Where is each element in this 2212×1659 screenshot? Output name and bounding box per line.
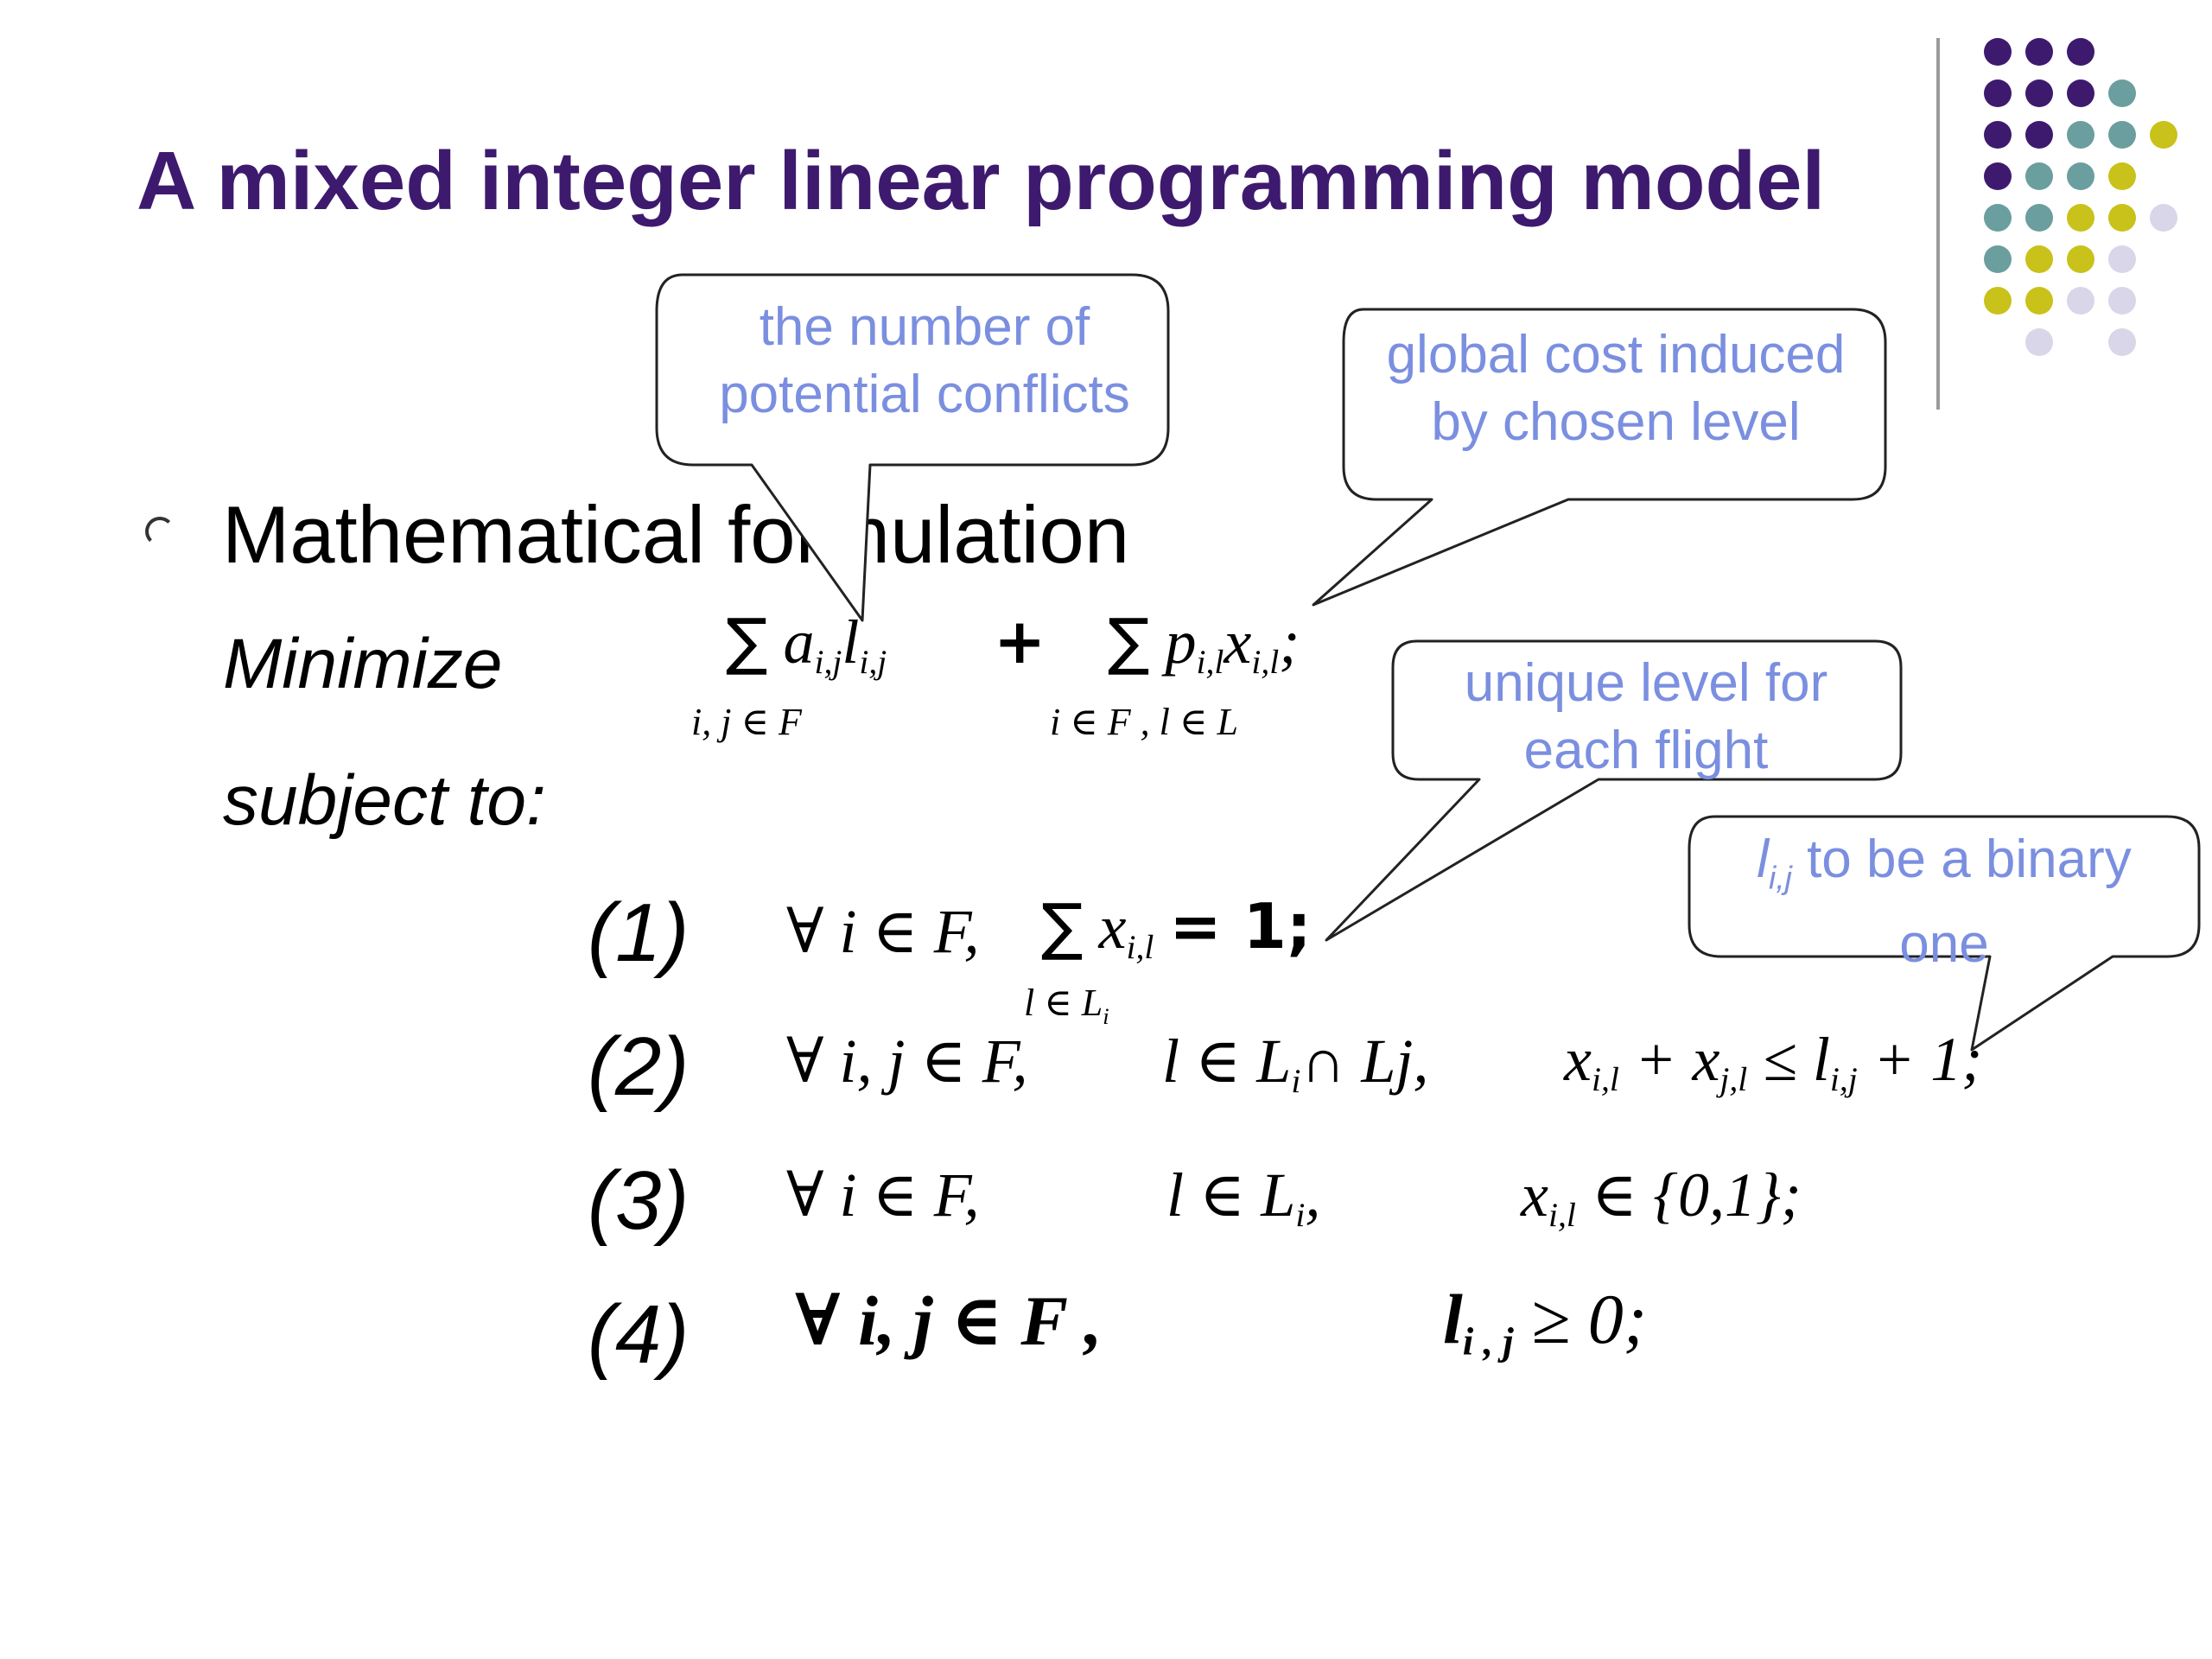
minimize-label: Minimize — [223, 625, 503, 703]
decorative-dot — [1984, 287, 2012, 315]
subject-to-label: subject to: — [223, 761, 546, 840]
callout-binary-text: li,j to be a binary one — [1757, 830, 2132, 975]
plus-sign: + — [994, 605, 1046, 677]
decorative-dot — [1984, 121, 2012, 149]
callout-unique-bubble — [1325, 639, 1903, 942]
decorative-dot — [2108, 328, 2136, 356]
decorative-dot — [2025, 162, 2053, 190]
constraint-2-expression: xi,l + xj,l ≤ li,j + 1; — [1564, 1025, 1983, 1098]
decorative-dot — [2067, 162, 2094, 190]
objective-term-1: ∑ ai,jli,j — [726, 605, 887, 681]
decorative-dot — [2025, 204, 2053, 232]
sum-symbol-3: ∑ — [1041, 890, 1084, 963]
decorative-dot — [2067, 204, 2094, 232]
decorative-dot — [2108, 121, 2136, 149]
decorative-dot — [2025, 328, 2053, 356]
section-heading: Mathematical formulation — [222, 489, 1130, 580]
decorative-dot — [2025, 287, 2053, 315]
callout-cost-text: global cost induced by chosen level — [1386, 325, 1846, 452]
decorative-dot — [2108, 79, 2136, 107]
decorative-dot — [2025, 79, 2053, 107]
decorative-dot — [1984, 38, 2012, 66]
constraint-1-quantifier: ∀ i ∈ F, — [786, 897, 980, 966]
decorative-dot — [2025, 121, 2053, 149]
decorative-dot — [2067, 121, 2094, 149]
decorative-dot — [2108, 162, 2136, 190]
constraint-4-quantifier: ∀ i, j ∈ F , — [795, 1281, 1103, 1360]
decorative-dot — [2067, 79, 2094, 107]
callout-binary-bubble — [1688, 815, 2201, 1052]
decorative-dot — [2067, 38, 2094, 66]
constraint-2-number: (2) — [588, 1020, 690, 1113]
constraint-1-sum: ∑ xi,l = 1; — [1041, 890, 1312, 966]
callout-unique-text: unique level for each flight — [1464, 653, 1828, 780]
constraint-4-expression: li , j ≥ 0; — [1443, 1280, 1647, 1363]
callout-conflicts-bubble — [655, 273, 1170, 622]
constraint-3-expression: xi,l ∈ {0,1}; — [1521, 1160, 1802, 1234]
decorative-dot-grid — [1984, 38, 2177, 356]
constraint-2-condition: l ∈ Li∩ Lj, — [1162, 1027, 1429, 1100]
decorative-dot — [2025, 38, 2053, 66]
decorative-dot — [2108, 245, 2136, 273]
decorative-dot — [2150, 121, 2177, 149]
decorative-dot — [2025, 245, 2053, 273]
constraint-1-sum-index: l ∈ Li — [1024, 982, 1109, 1029]
constraint-3-quantifier: ∀ i ∈ F, — [786, 1160, 980, 1230]
sum-1-index: i, j ∈ F — [691, 701, 802, 743]
callout-conflicts-text: the number of potential conflicts — [719, 297, 1130, 424]
decorative-dot — [1984, 162, 2012, 190]
sum-symbol-1: ∑ — [726, 605, 768, 677]
callout-cost-bubble — [1312, 308, 1887, 607]
decorative-dot — [2067, 287, 2094, 315]
constraint-3-condition: l ∈ Li, — [1166, 1160, 1321, 1234]
decorative-dot — [2108, 287, 2136, 315]
sum-2-index: i ∈ F , l ∈ L — [1050, 701, 1238, 743]
constraint-1-number: (1) — [588, 887, 690, 979]
decorative-dot — [2067, 245, 2094, 273]
decorative-dot — [1984, 79, 2012, 107]
decorative-dot — [1984, 204, 2012, 232]
constraint-4-number: (4) — [588, 1288, 690, 1381]
constraint-2-quantifier: ∀ i, j ∈ F, — [786, 1027, 1028, 1096]
decorative-dot — [2150, 204, 2177, 232]
decorative-dot — [2108, 204, 2136, 232]
constraint-3-number: (3) — [588, 1154, 690, 1247]
objective-term-2: ∑ pi,lxi,l; — [1108, 605, 1300, 681]
bullet-icon — [145, 517, 175, 546]
slide-title: A mixed integer linear programming model — [137, 135, 1826, 227]
decorative-dot — [1984, 245, 2012, 273]
sum-symbol-2: ∑ — [1108, 605, 1150, 677]
divider-line — [1936, 38, 1940, 410]
